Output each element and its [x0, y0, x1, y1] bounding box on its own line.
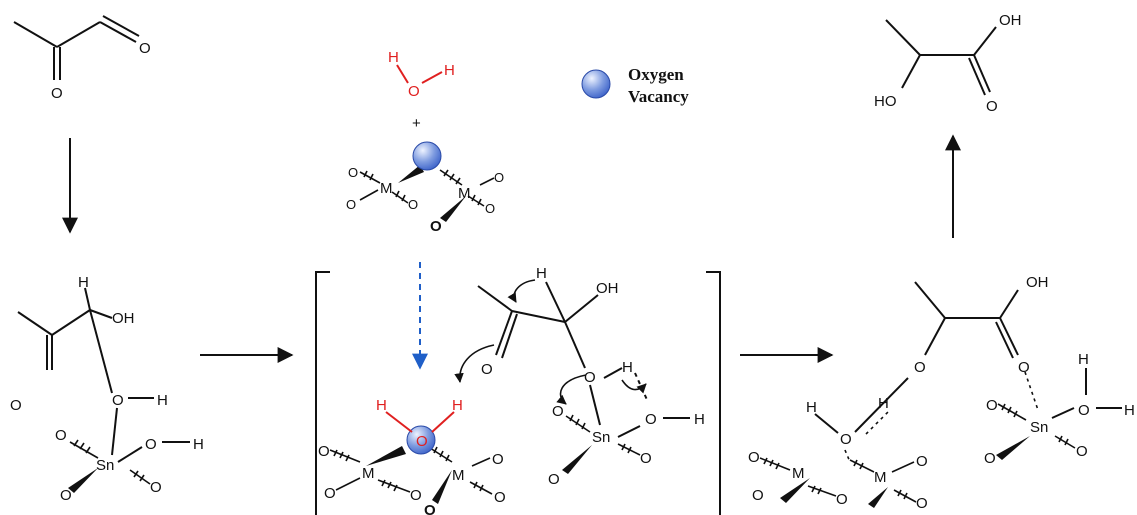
svg-text:OH: OH [1026, 274, 1049, 291]
svg-text:M: M [458, 185, 471, 202]
svg-text:O: O [548, 471, 560, 488]
svg-text:O: O [645, 411, 657, 428]
atom-label: O [112, 392, 124, 409]
svg-text:O: O [408, 83, 420, 100]
svg-text:O: O [1076, 443, 1088, 460]
svg-text:H: H [806, 399, 817, 416]
svg-text:M: M [380, 180, 393, 197]
legend: Oxygen Vacancy [581, 65, 689, 106]
svg-text:O: O [324, 485, 336, 502]
svg-text:O: O [318, 443, 330, 460]
sn-hydrate-complex [17, 287, 190, 463]
oxygen-vacancy-legend-icon [581, 69, 611, 99]
svg-text:O: O [916, 453, 928, 470]
svg-text:H: H [376, 397, 387, 414]
svg-text:O: O [481, 361, 493, 378]
atom-label: O [150, 479, 162, 496]
svg-text:O: O [914, 359, 926, 376]
svg-text:H: H [452, 397, 463, 414]
svg-text:H: H [878, 395, 889, 412]
svg-text:O: O [485, 201, 495, 216]
atom-label: Sn [96, 457, 114, 474]
svg-text:H: H [622, 359, 633, 376]
lactic-acid-molecule [885, 19, 997, 96]
svg-text:O: O [552, 403, 564, 420]
svg-text:O: O [494, 170, 504, 185]
vacancy-metal-cluster: M M O O O O O O [346, 141, 504, 235]
svg-text:M: M [874, 469, 887, 486]
svg-text:Sn: Sn [592, 429, 610, 446]
svg-text:O: O [1018, 359, 1030, 376]
svg-text:O: O [1078, 402, 1090, 419]
svg-text:O: O [348, 165, 358, 180]
svg-text:O: O [752, 487, 764, 504]
svg-text:O: O [984, 450, 996, 467]
atom-label: O [139, 40, 151, 57]
svg-text:Sn: Sn [1030, 419, 1048, 436]
atom-label: O [145, 436, 157, 453]
legend-line-1: Oxygen [628, 65, 684, 84]
plus-sign: + [412, 115, 421, 132]
svg-text:O: O [986, 397, 998, 414]
svg-text:H: H [1078, 351, 1089, 368]
water-molecule: H O H [388, 49, 455, 100]
atom-label: O [60, 487, 72, 504]
legend-line-2: Vacancy [628, 87, 689, 106]
svg-text:H: H [388, 49, 399, 66]
wedge-bond [68, 468, 98, 493]
svg-text:H: H [536, 265, 547, 282]
svg-text:M: M [792, 465, 805, 482]
transition-state-complex: H OH O O H O H Sn O O O [454, 265, 705, 488]
atom-label: H [78, 274, 89, 291]
bracket-right [706, 271, 721, 515]
atom-label: O [51, 85, 63, 102]
svg-text:OH: OH [596, 280, 619, 297]
atom-label: H [193, 436, 204, 453]
adsorbed-water-cluster: H O H M M O O O O O O [318, 397, 506, 515]
svg-text:M: M [452, 467, 465, 484]
svg-text:M: M [362, 465, 375, 482]
atom-label: O [986, 98, 998, 115]
svg-text:O: O [416, 433, 428, 450]
pyruvaldehyde-molecule [13, 15, 140, 80]
svg-text:O: O [408, 197, 418, 212]
svg-text:O: O [430, 218, 442, 235]
bracket-left [315, 271, 330, 515]
atom-label: H [157, 392, 168, 409]
svg-text:H: H [694, 411, 705, 428]
adsorbed-lactic-acid-complex: OH O O H O H Sn O O O H O H M M O O O O [748, 274, 1135, 512]
atom-label: O [55, 427, 67, 444]
svg-text:O: O [410, 487, 422, 504]
atom-label: OH [999, 12, 1022, 29]
svg-text:O: O [494, 489, 506, 506]
svg-text:H: H [444, 62, 455, 79]
atom-label: O [10, 397, 22, 414]
svg-text:O: O [640, 450, 652, 467]
svg-text:H: H [1124, 402, 1135, 419]
svg-text:O: O [346, 197, 356, 212]
svg-text:O: O [748, 449, 760, 466]
svg-text:O: O [492, 451, 504, 468]
svg-text:O: O [836, 491, 848, 508]
sn-ligands [69, 439, 151, 485]
svg-text:O: O [584, 369, 596, 386]
atom-label: OH [112, 310, 135, 327]
svg-text:O: O [840, 431, 852, 448]
svg-text:O: O [424, 502, 436, 515]
atom-label: HO [874, 93, 897, 110]
svg-text:O: O [916, 495, 928, 512]
